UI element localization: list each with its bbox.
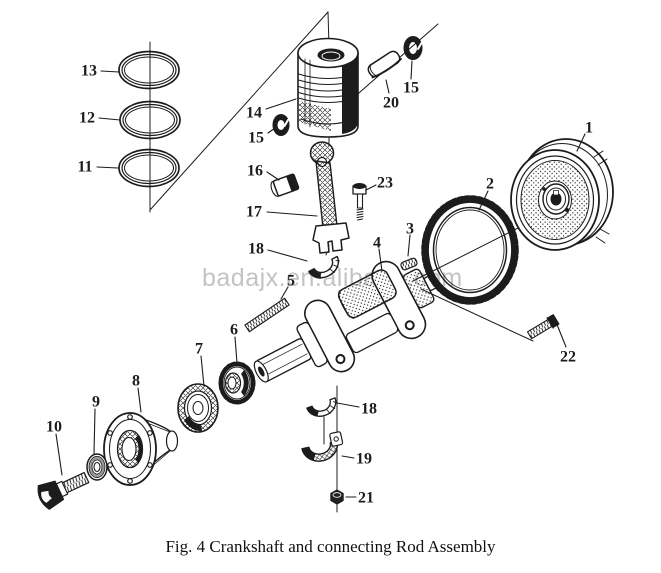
callout-layer: 1234567891011121314151516171818192021222…: [46, 60, 593, 507]
callout-15a: 15: [248, 130, 264, 147]
callout-16: 16: [247, 163, 263, 180]
piston-hatch-patch: [299, 101, 331, 131]
callout-17: 17: [246, 204, 262, 221]
small-end-bushing: [270, 173, 300, 197]
leader-line-8: [137, 387, 142, 413]
flywheel-axis-line: [412, 218, 537, 282]
callout-19: 19: [356, 451, 372, 468]
flywheel: [510, 138, 614, 251]
leader-line-20: [385, 79, 390, 94]
leader-line-12: [98, 117, 121, 121]
circlip-left: [272, 114, 290, 136]
callout-15b: 15: [403, 80, 419, 97]
piston: [297, 37, 359, 138]
callout-11: 11: [77, 159, 92, 176]
leader-line-9: [93, 408, 96, 455]
leader-line-10: [55, 433, 63, 476]
piston-pin: [367, 50, 402, 79]
washer: [86, 453, 108, 481]
callout-9: 9: [92, 394, 100, 411]
circlip-right-gap: [417, 42, 423, 50]
starting-claw: [37, 472, 90, 510]
leader-line-5: [280, 286, 289, 300]
crank-web-hole2: [404, 320, 415, 331]
leader-line-1: [576, 133, 586, 152]
piston-crown-hole-rim: [321, 51, 341, 61]
rod-bolt: [352, 183, 367, 221]
callout-3: 3: [406, 221, 414, 238]
callout-12: 12: [79, 110, 95, 127]
callout-6: 6: [230, 322, 238, 339]
hub-bolt-holes: [107, 414, 153, 484]
callout-21: 21: [358, 490, 374, 507]
crank-web-hole1: [335, 354, 346, 365]
leader-line-4: [378, 248, 383, 272]
callout-22: 22: [560, 349, 576, 366]
callout-7: 7: [195, 341, 203, 358]
callout-5: 5: [287, 273, 295, 290]
circlip-left-gap: [283, 119, 289, 127]
ring-gear: [421, 195, 519, 305]
crank-gear: [218, 361, 256, 405]
crank-mid-journal: [345, 312, 399, 354]
callout-18a: 18: [248, 241, 264, 258]
bearing-shell-lower: [306, 397, 338, 417]
callout-2: 2: [486, 176, 494, 193]
callout-18b: 18: [361, 401, 377, 418]
figure-caption: Fig. 4 Crankshaft and connecting Rod Ass…: [165, 537, 496, 556]
flywheel-friction-face: [520, 160, 590, 240]
leader-line-15a: [267, 127, 276, 134]
callout-4: 4: [373, 235, 381, 252]
leader-line-15b: [410, 60, 413, 80]
piston-ring-top: [118, 50, 180, 90]
piston-ring-grooves: [297, 73, 359, 104]
pulley-hub: [103, 412, 179, 486]
leader-line-7: [200, 355, 205, 387]
bolt22-guide-line: [420, 288, 534, 342]
crank-pin-edge: [338, 290, 355, 319]
bearing-shell-upper: [308, 255, 340, 279]
callout-20: 20: [383, 95, 399, 112]
hub-cone-tip: [165, 430, 179, 452]
callout-23: 23: [377, 175, 393, 192]
leader-line-19: [341, 455, 355, 459]
piston-rings: [118, 50, 181, 188]
callout-10: 10: [46, 419, 62, 436]
rod-big-end: [312, 222, 350, 254]
crank-key: [400, 257, 418, 271]
crank-nose-hole: [257, 366, 265, 377]
callout-13: 13: [81, 63, 97, 80]
flywheel-hub-hole: [550, 192, 562, 206]
piston-ring-bottom: [118, 148, 180, 188]
gear-key-strip: [244, 297, 290, 333]
leader-line-17: [266, 211, 318, 217]
leader-line-13: [100, 70, 120, 73]
leader-line-16: [266, 171, 280, 181]
flywheel-rim-grooves: [593, 150, 610, 244]
callout-8: 8: [132, 373, 140, 390]
crankshaft: [253, 260, 438, 383]
leader-line-23: [365, 184, 377, 191]
connecting-rod: [309, 141, 350, 254]
rod-nut: [330, 489, 344, 505]
leader-line-14: [265, 98, 297, 110]
callout-1: 1: [585, 120, 593, 137]
leader-line-2: [478, 190, 489, 211]
detail-triangle-line: [149, 11, 329, 211]
leader-line-11: [96, 166, 119, 169]
callout-14: 14: [246, 105, 262, 122]
leader-line-18b: [336, 402, 360, 408]
leader-line-3: [407, 234, 411, 257]
rod-cap-lug: [329, 431, 344, 447]
rod-cap: [301, 431, 344, 462]
leader-line-22: [555, 321, 567, 348]
timing-gear: [177, 383, 219, 433]
rod-shaft: [315, 160, 338, 229]
claw-head: [37, 480, 65, 510]
leader-line-6: [234, 336, 238, 364]
leader-line-18a: [267, 249, 308, 262]
flywheel-bolt: [526, 314, 560, 340]
